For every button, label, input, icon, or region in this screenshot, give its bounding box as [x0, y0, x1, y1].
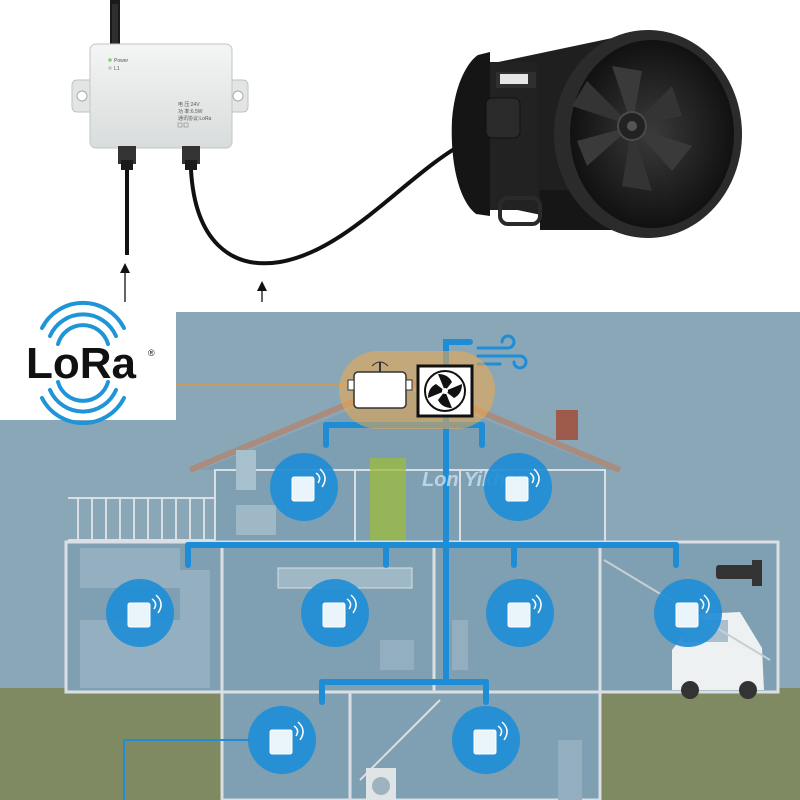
lora-logo-text: LoRa [26, 339, 137, 388]
lora-logo: LoRa ® [0, 300, 176, 426]
wifi-icon [151, 594, 162, 614]
spec-line-3: 通讯协议:LoRa [178, 115, 212, 122]
sensor-node-dining [486, 579, 554, 647]
wifi-icon [497, 721, 508, 741]
sensor-nodes [106, 453, 722, 774]
top-product-section: Power L1 电 压:24V 功 率:6.5W 通讯协议:LoRa [71, 0, 742, 302]
sensor-node-basement-left [248, 706, 316, 774]
mini-controller-icon [347, 361, 413, 409]
fan-cable [189, 138, 471, 266]
security-camera [716, 560, 762, 586]
arrow-up-icon [120, 263, 130, 302]
power-led-icon [108, 58, 112, 62]
wifi-icon [531, 594, 542, 614]
balcony-railing [68, 497, 215, 541]
led-label-l1: L1 [114, 66, 120, 72]
led-label-power: Power [114, 58, 129, 64]
spec-line-2: 功 率:6.5W [178, 108, 203, 115]
wifi-icon [293, 721, 304, 741]
sensor-node-upper-right [484, 453, 552, 521]
lora-signal-icon [40, 300, 126, 426]
wifi-icon [346, 594, 357, 614]
fan-icon [572, 66, 692, 191]
lora-registered-mark: ® [148, 348, 155, 358]
l1-led-icon [108, 66, 112, 70]
spec-line-1: 电 压:24V [178, 101, 200, 108]
sensor-node-basement-right [452, 706, 520, 774]
lora-controller-box: Power L1 电 压:24V 功 率:6.5W 通讯协议:LoRa [71, 43, 249, 170]
fan-icon [416, 364, 474, 418]
wifi-icon [315, 468, 326, 488]
wifi-icon [699, 594, 710, 614]
wifi-icon [529, 468, 540, 488]
arrow-up-icon [257, 281, 267, 302]
sensor-node-upper-left [270, 453, 338, 521]
inline-duct-fan [451, 30, 742, 238]
sensor-node-kitchen [106, 579, 174, 647]
sensor-node-living-room [301, 579, 369, 647]
sensor-node-garage [654, 579, 722, 647]
